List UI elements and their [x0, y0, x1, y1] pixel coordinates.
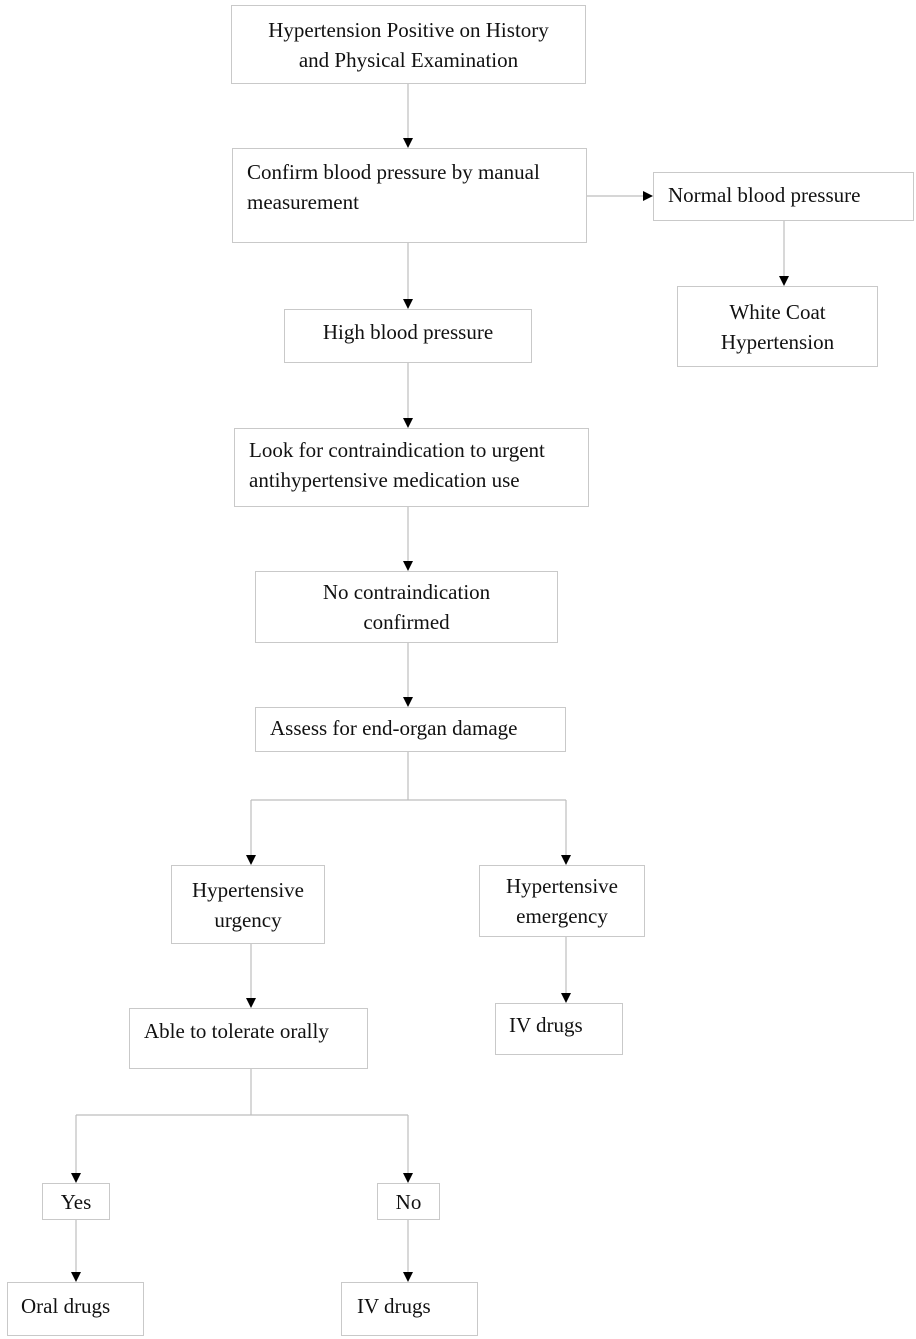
node-high-blood-pressure: High blood pressure	[284, 309, 532, 363]
node-yes: Yes	[42, 1183, 110, 1220]
node-high-label: High blood pressure	[322, 320, 494, 344]
node-white-coat-label: White Coat Hypertension	[720, 299, 835, 354]
edge-tolerate-split	[76, 1069, 408, 1116]
node-no-contraindication: No contraindication confirmed	[255, 571, 558, 643]
node-start-label: Hypertension Positive on History and Phy…	[268, 17, 549, 72]
node-no-label: No	[395, 1189, 422, 1214]
node-look-contraindication: Look for contraindication to urgent anti…	[234, 428, 589, 507]
node-iv-drugs-no: IV drugs	[341, 1282, 478, 1336]
node-look-label: Look for contraindication to urgent anti…	[249, 438, 545, 492]
node-confirm-label: Confirm blood pressure by manual measure…	[247, 160, 540, 214]
node-yes-label: Yes	[60, 1189, 92, 1214]
node-iv-no-label: IV drugs	[357, 1294, 431, 1318]
node-oral-drugs: Oral drugs	[7, 1282, 144, 1336]
node-emergency-label: Hypertensive emergency	[506, 874, 618, 928]
node-able-to-tolerate: Able to tolerate orally	[129, 1008, 368, 1069]
node-urgency-label: Hypertensive urgency	[192, 877, 304, 932]
node-iv-drugs-emergency: IV drugs	[495, 1003, 623, 1055]
node-iv-emergency-label: IV drugs	[509, 1013, 583, 1037]
edge-assess-split	[251, 752, 566, 801]
node-normal-label: Normal blood pressure	[668, 183, 861, 207]
node-tolerate-label: Able to tolerate orally	[144, 1019, 329, 1043]
node-assess-end-organ: Assess for end-organ damage	[255, 707, 566, 752]
node-normal-blood-pressure: Normal blood pressure	[653, 172, 914, 221]
node-hypertensive-urgency: Hypertensive urgency	[171, 865, 325, 944]
node-no-contra-label: No contraindication confirmed	[322, 580, 491, 634]
node-oral-label: Oral drugs	[21, 1294, 111, 1318]
node-start: Hypertension Positive on History and Phy…	[231, 5, 586, 84]
node-assess-label: Assess for end-organ damage	[270, 716, 518, 740]
node-no: No	[377, 1183, 440, 1220]
node-confirm: Confirm blood pressure by manual measure…	[232, 148, 587, 243]
node-hypertensive-emergency: Hypertensive emergency	[479, 865, 645, 937]
node-white-coat-hypertension: White Coat Hypertension	[677, 286, 878, 367]
